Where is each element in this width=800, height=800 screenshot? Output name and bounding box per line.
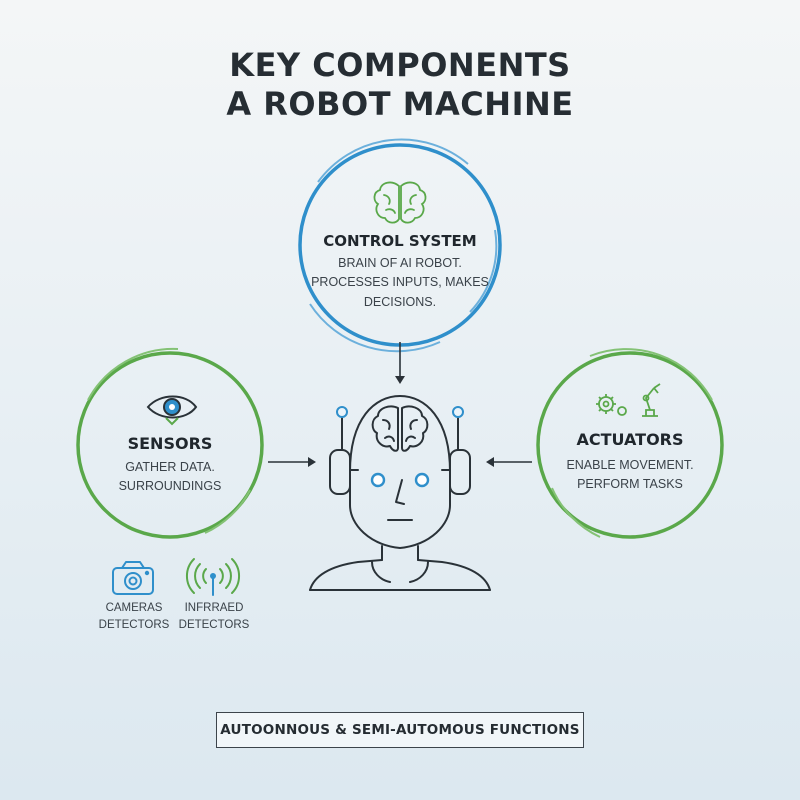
cameras-detectors-label: CAMERAS DETECTORS — [98, 602, 170, 631]
control-system-title: CONTROL SYSTEM — [323, 232, 477, 250]
arrow-control-to-robot — [395, 342, 405, 384]
infrared-signal-icon — [185, 558, 241, 596]
arrow-actuators-to-robot — [486, 457, 532, 467]
camera-icon — [112, 561, 154, 595]
diagram-title-line-2: A ROBOT MACHINE — [226, 85, 574, 123]
control-system-description: BRAIN OF AI ROBOT. PROCESSES INPUTS, MAK… — [311, 256, 489, 309]
actuators-ring — [536, 348, 724, 539]
actuators-description: ENABLE MOVEMENT. PERFORM TASKS — [566, 458, 694, 492]
arrow-sensors-to-robot — [268, 457, 316, 467]
sensors-title: SENSORS — [127, 434, 213, 453]
arrows — [268, 342, 532, 467]
brain-icon — [373, 181, 427, 224]
sensors-description: GATHER DATA. SURROUNDINGS — [118, 460, 222, 494]
sensors-ring — [76, 347, 264, 539]
eye-icon — [146, 395, 198, 426]
footer-functions-box: AUTOONNOUS & SEMI-AUTOMOUS FUNCTIONS — [216, 712, 584, 748]
gear-robot-arm-icon — [596, 383, 661, 417]
robot-head-icon — [309, 395, 491, 591]
diagram-title-line-1: KEY COMPONENTS — [229, 46, 571, 84]
infrared-detectors-label: INFRRAED DETECTORS — [178, 602, 250, 631]
actuators-title: ACTUATORS — [576, 430, 684, 449]
